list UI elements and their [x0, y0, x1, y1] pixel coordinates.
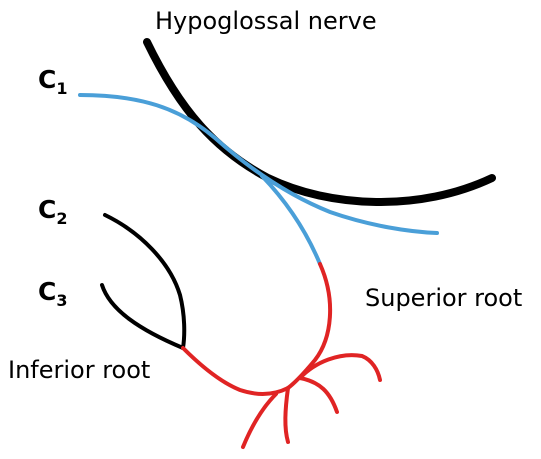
c1-label: C1	[38, 65, 68, 98]
hypoglossal-nerve-label: Hypoglossal nerve	[155, 7, 377, 35]
c1-letter: C	[38, 65, 56, 94]
c3-fibre	[102, 285, 183, 348]
c1-subscript: 1	[56, 79, 67, 98]
inferior-root-red	[183, 348, 288, 394]
c3-label: C3	[38, 277, 68, 310]
ansa-branch	[285, 388, 288, 442]
c2-letter: C	[38, 195, 56, 224]
c3-subscript: 3	[56, 291, 67, 310]
hypoglossal-nerve	[147, 42, 492, 202]
ansa-branch	[243, 394, 276, 447]
inferior-root-label: Inferior root	[8, 356, 150, 384]
ansa-branch	[300, 378, 337, 412]
c1-fibre	[80, 95, 437, 233]
c2-subscript: 2	[56, 209, 67, 228]
superior-root-label: Superior root	[365, 284, 522, 312]
ansa-branch	[300, 355, 380, 380]
c2-label: C2	[38, 195, 68, 228]
c3-letter: C	[38, 277, 56, 306]
